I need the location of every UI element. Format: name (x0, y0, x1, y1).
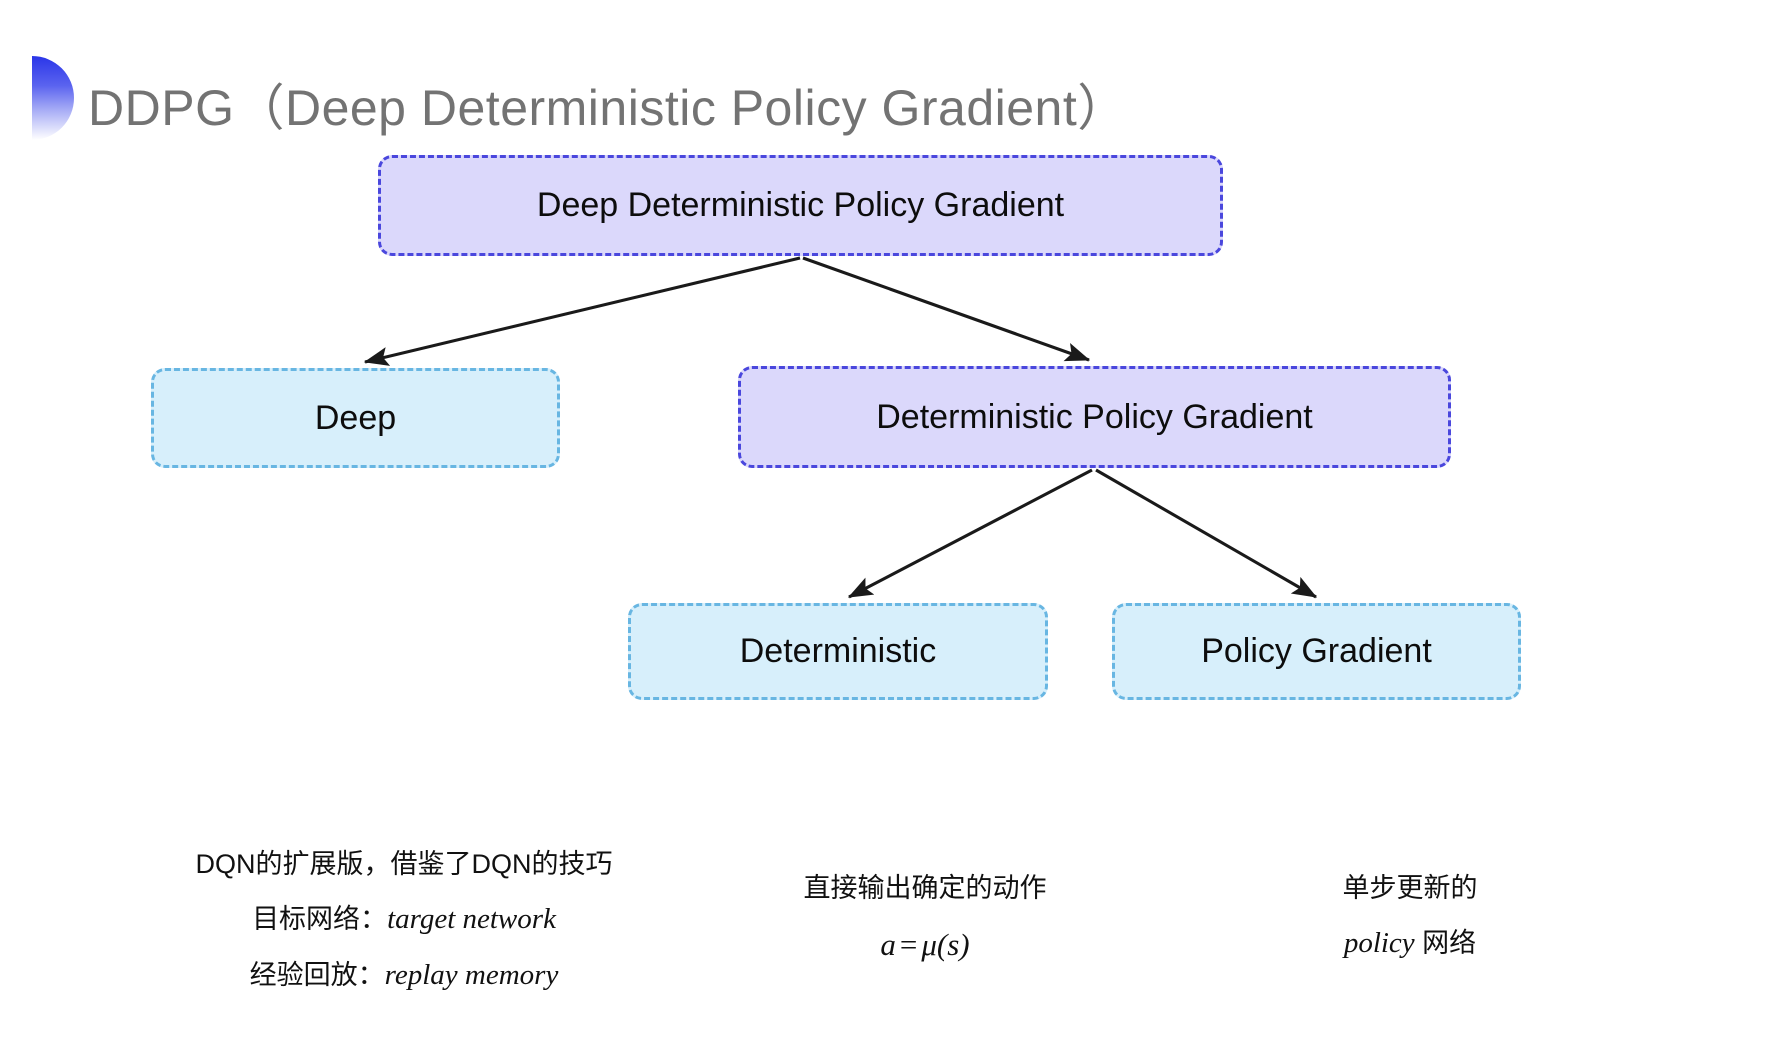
node-label: Deep Deterministic Policy Gradient (536, 186, 1065, 224)
note-deep-line-2-value: target network (387, 902, 556, 935)
page-title: DDPG（Deep Deterministic Policy Gradient） (88, 80, 1128, 136)
note-policy-line-2: policy 网络 (1205, 915, 1615, 972)
edge-root-to-dpg (802, 256, 1091, 362)
note-deep: DQN的扩展版，借鉴了DQN的技巧 目标网络：target network 经验… (148, 838, 660, 1004)
node-deterministic-policy-gradient[interactable]: Deterministic Policy Gradient (738, 366, 1451, 468)
node-deep-deterministic-policy-gradient[interactable]: Deep Deterministic Policy Gradient (378, 155, 1223, 256)
note-deterministic: 直接输出确定的动作 a=μ(s) (720, 862, 1130, 975)
node-deep[interactable]: Deep (151, 368, 560, 468)
note-deep-line-2-label: 目标网络： (252, 903, 388, 934)
note-deep-line-3: 经验回放：replay memory (148, 947, 660, 1004)
formula-lhs: a (880, 926, 896, 962)
note-deep-line-3-value: replay memory (384, 959, 559, 992)
note-deterministic-formula: a=μ(s) (720, 915, 1130, 975)
note-policy-line-2-suffix: 网络 (1414, 927, 1477, 958)
note-policy-gradient: 单步更新的 policy 网络 (1205, 862, 1615, 971)
edge-root-to-deep (363, 256, 801, 366)
note-deep-line-3-label: 经验回放： (249, 960, 385, 991)
note-deep-line-1: DQN的扩展版，借鉴了DQN的技巧 (195, 849, 613, 879)
note-policy-line-2-value: policy (1343, 926, 1415, 959)
formula-operator: = (899, 926, 918, 962)
note-policy-line-1: 单步更新的 (1342, 873, 1478, 903)
node-deterministic[interactable]: Deterministic (628, 603, 1048, 700)
note-deep-line-2: 目标网络：target network (148, 891, 660, 948)
half-circle-gradient-icon (32, 56, 74, 140)
edge-dpg-to-policy-gradient (1095, 468, 1318, 599)
node-label: Deterministic (739, 632, 937, 670)
node-label: Deep (314, 398, 397, 437)
node-label: Policy Gradient (1201, 632, 1432, 670)
edge-dpg-to-deterministic (847, 468, 1093, 599)
note-deterministic-line-1: 直接输出确定的动作 (803, 873, 1047, 903)
formula-rhs: μ(s) (921, 926, 970, 962)
node-policy-gradient[interactable]: Policy Gradient (1112, 603, 1521, 700)
node-label: Deterministic Policy Gradient (876, 397, 1313, 436)
